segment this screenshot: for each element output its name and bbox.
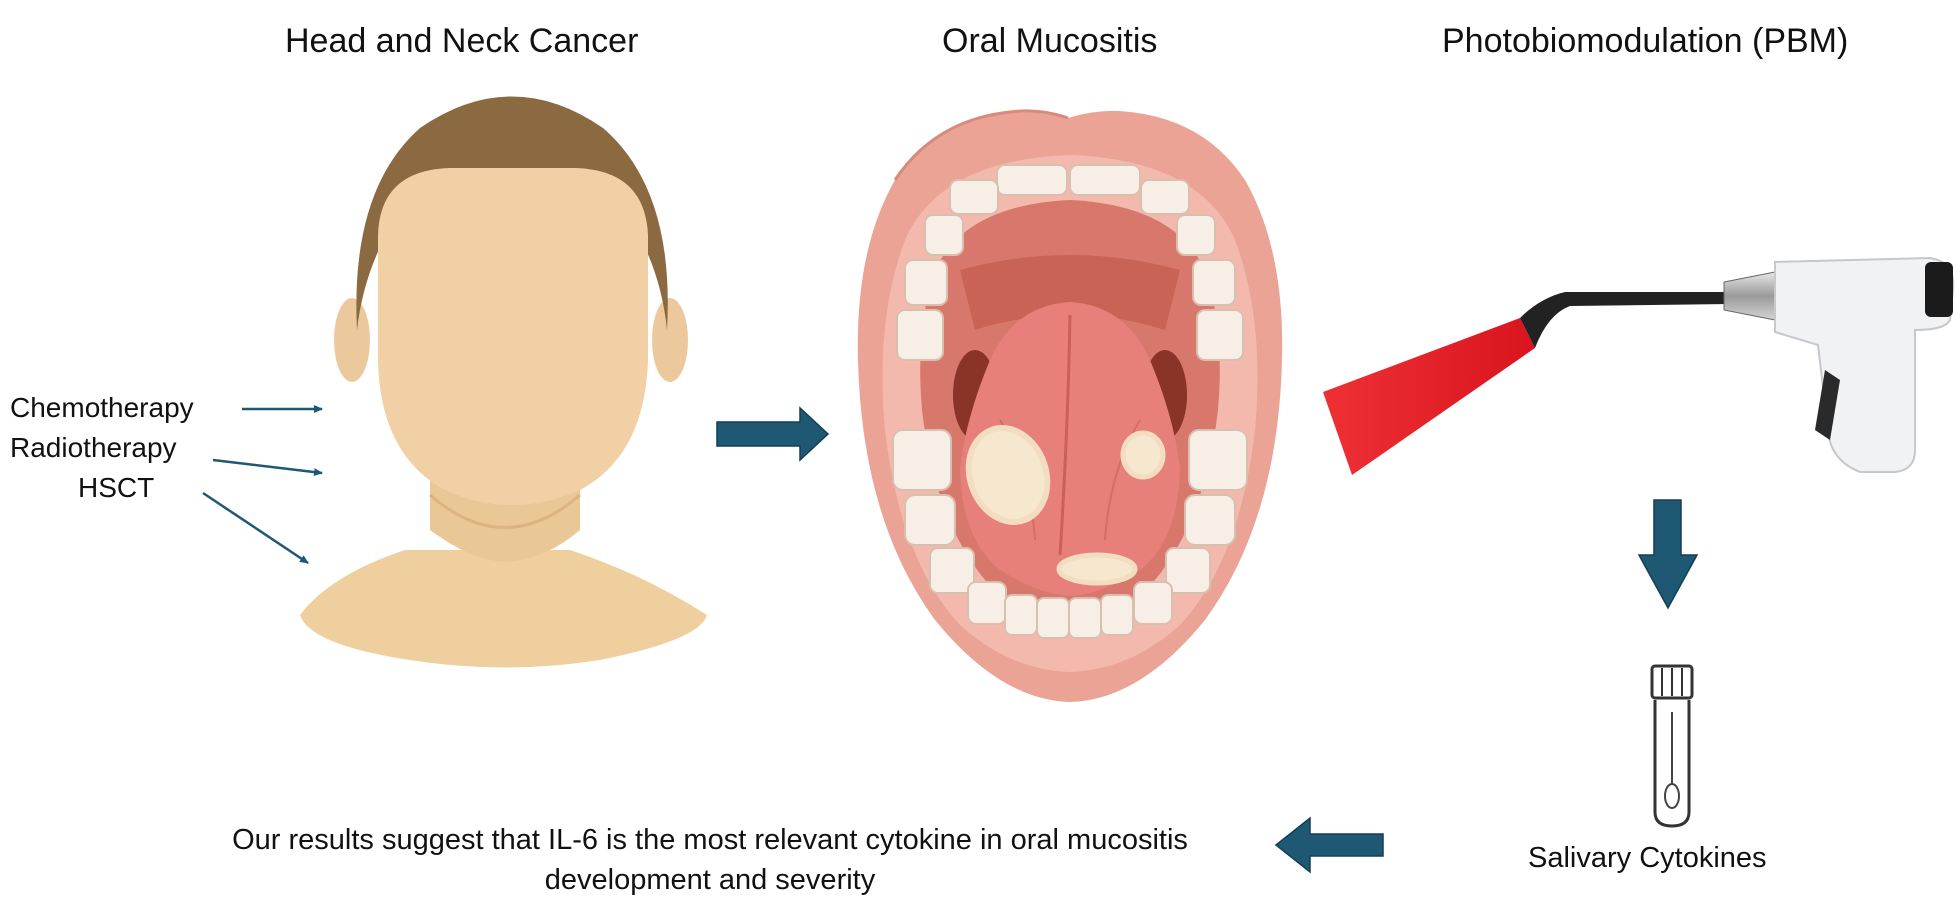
treatment-arrows <box>202 405 323 565</box>
ulcer-lesion <box>1120 430 1166 480</box>
ulcer-lesion <box>1056 552 1138 586</box>
conclusion-text: Our results suggest that IL-6 is the mos… <box>170 820 1250 900</box>
arrow-hsct <box>202 491 309 565</box>
laser-device-icon <box>1323 256 1955 475</box>
treatment-radiotherapy: Radiotherapy <box>10 432 177 463</box>
treatment-hsct: HSCT <box>78 472 155 503</box>
head-icon <box>300 96 707 668</box>
pbm-title: Photobiomodulation (PBM) <box>1442 22 1849 60</box>
conclusion-line-1: Our results suggest that IL-6 is the mos… <box>232 824 1188 856</box>
oral-mucositis-title: Oral Mucositis <box>942 22 1158 60</box>
ulcer-lesion <box>965 425 1051 525</box>
arrow-to-conclusion <box>1274 816 1384 874</box>
test-tube-icon <box>1650 664 1694 828</box>
conclusion-line-2: development and severity <box>544 864 876 896</box>
arrow-to-saliva <box>1637 499 1699 610</box>
mouth-icon <box>857 109 1283 703</box>
arrow-radiotherapy <box>212 458 323 477</box>
treatment-chemotherapy: Chemotherapy <box>10 392 194 423</box>
salivary-cytokines-label: Salivary Cytokines <box>1528 842 1767 874</box>
head-neck-cancer-title: Head and Neck Cancer <box>285 22 639 60</box>
arrow-to-mucositis <box>716 406 830 462</box>
